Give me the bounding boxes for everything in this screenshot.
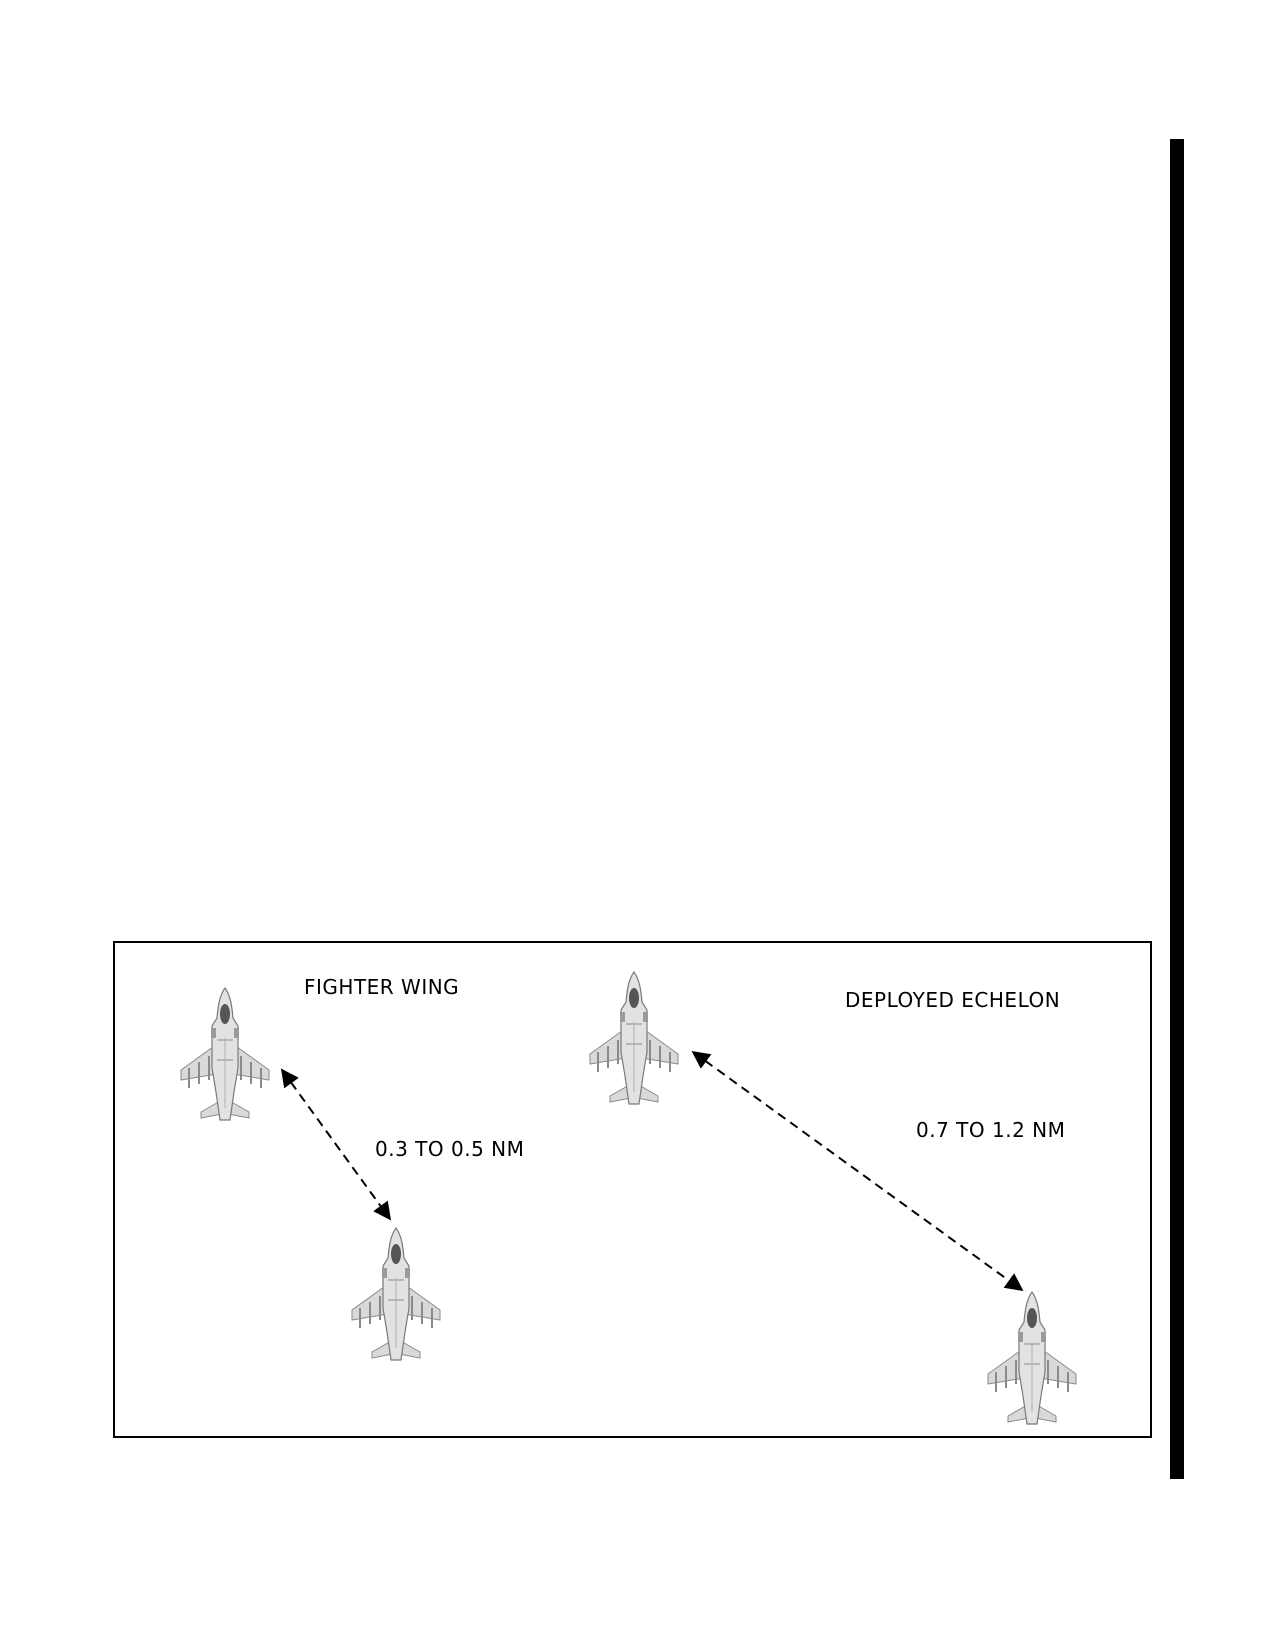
fighter-wing-distance-arrow (280, 1068, 392, 1221)
jet-aircraft-icon (987, 1291, 1077, 1425)
change-bar (1170, 139, 1184, 1479)
figure-frame (113, 941, 1152, 1438)
jet-aircraft-icon (589, 971, 679, 1105)
jet-aircraft-icon (180, 987, 270, 1121)
deployed-echelon-distance-arrow (691, 1050, 1024, 1292)
deployed-echelon-label: DEPLOYED ECHELON (845, 988, 1061, 1012)
fighter-wing-distance-label: 0.3 TO 0.5 NM (375, 1137, 525, 1161)
fighter-wing-label: FIGHTER WING (304, 975, 460, 999)
jet-aircraft-icon (351, 1227, 441, 1361)
deployed-echelon-distance-label: 0.7 TO 1.2 NM (916, 1118, 1066, 1142)
